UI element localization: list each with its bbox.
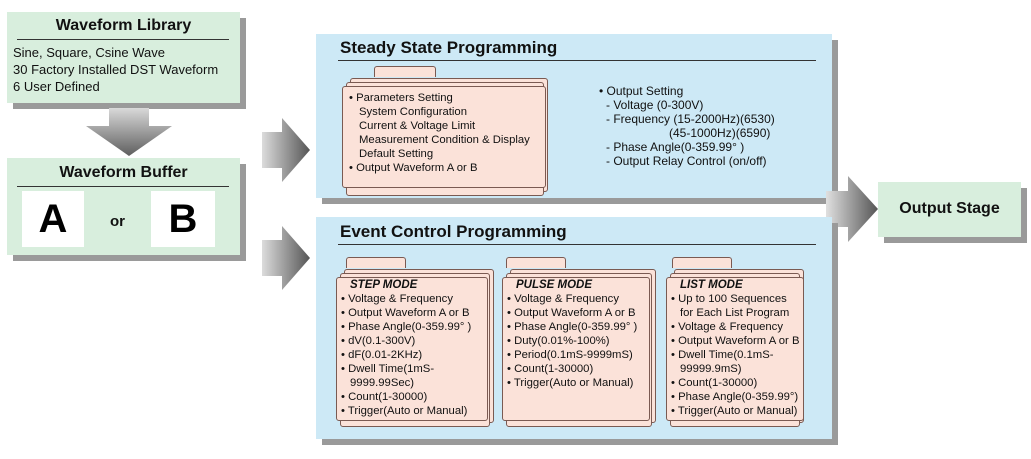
steady-folder-tab	[374, 66, 436, 77]
buffer-a: A	[22, 191, 84, 247]
steady-title: Steady State Programming	[340, 38, 558, 57]
pulse-mode-title: PULSE MODE	[516, 279, 593, 291]
library-line: 30 Factory Installed DST Waveform	[13, 62, 219, 77]
pulse-item: • Period(0.1mS-9999mS)	[507, 349, 633, 361]
right-arrow-icon	[826, 176, 878, 242]
pulse-mode-card: PULSE MODE • Voltage & Frequency • Outpu…	[502, 277, 650, 421]
step-item: • Voltage & Frequency	[341, 293, 453, 305]
buffer-face: Waveform Buffer A or B	[7, 158, 240, 255]
steady-param: Current & Voltage Limit	[359, 120, 476, 132]
event-title: Event Control Programming	[340, 222, 567, 241]
step-item: • dF(0.01-2KHz)	[341, 349, 423, 361]
pulse-item: • Duty(0.01%-100%)	[507, 335, 610, 347]
list-item: • Output Waveform A or B	[671, 335, 800, 347]
steady-param: • Output Waveform A or B	[349, 162, 478, 174]
step-item: • Dwell Time(1mS-	[341, 363, 435, 375]
step-item: • Phase Angle(0-359.99° )	[341, 321, 472, 333]
steady-param: Default Setting	[359, 148, 434, 160]
right-arrow-icon	[262, 226, 310, 290]
output-setting-line: - Frequency (15-2000Hz)(6530)	[606, 112, 775, 126]
pulse-item: • Phase Angle(0-359.99° )	[507, 321, 638, 333]
right-arrow-icon	[262, 118, 310, 182]
output-setting-line: • Output Setting	[599, 84, 684, 98]
step-mode-card: STEP MODE • Voltage & Frequency • Output…	[336, 277, 488, 421]
list-item: for Each List Program	[680, 307, 790, 319]
steady-param: • Parameters Setting	[349, 92, 453, 104]
step-folder-tab	[346, 257, 406, 268]
steady-state-box: Steady State Programming • Parameters Se…	[316, 34, 838, 204]
step-mode-title: STEP MODE	[350, 279, 418, 291]
steady-face: Steady State Programming • Parameters Se…	[316, 34, 832, 198]
list-item: • Dwell Time(0.1mS-	[671, 349, 774, 361]
list-item: • Phase Angle(0-359.99°)	[671, 391, 799, 403]
list-item: 99999.9mS)	[680, 363, 742, 375]
buffer-or: or	[110, 213, 125, 230]
library-rule	[17, 39, 229, 40]
steady-rule	[338, 60, 816, 61]
list-item: • Voltage & Frequency	[671, 321, 783, 333]
steady-param: System Configuration	[359, 106, 467, 118]
buffer-title: Waveform Buffer	[59, 164, 188, 181]
pulse-item: • Voltage & Frequency	[507, 293, 619, 305]
waveform-buffer-box: Waveform Buffer A or B	[7, 158, 246, 261]
event-rule	[338, 244, 816, 245]
step-item: • Trigger(Auto or Manual)	[341, 405, 468, 417]
list-item: • Count(1-30000)	[671, 377, 758, 389]
step-item: • dV(0.1-300V)	[341, 335, 416, 347]
steady-params-card: • Parameters Setting System Configuratio…	[342, 86, 546, 188]
output-stage-face: Output Stage	[878, 182, 1021, 237]
waveform-library-box: Waveform Library Sine, Square, Csine Wav…	[7, 12, 246, 109]
down-arrow-icon	[86, 108, 172, 156]
list-folder-tab	[672, 257, 732, 268]
library-face: Waveform Library Sine, Square, Csine Wav…	[7, 12, 240, 103]
output-setting-list: • Output Setting - Voltage (0-300V) - Fr…	[599, 84, 775, 168]
pulse-item: • Count(1-30000)	[507, 363, 594, 375]
steady-param: Measurement Condition & Display	[359, 134, 530, 146]
event-face: Event Control Programming STEP MODE • Vo…	[316, 217, 832, 439]
list-mode-card: LIST MODE • Up to 100 Sequences for Each…	[666, 277, 804, 421]
output-setting-line: - Output Relay Control (on/off)	[606, 154, 767, 168]
list-item: • Trigger(Auto or Manual)	[671, 405, 798, 417]
output-setting-line: - Phase Angle(0-359.99° )	[606, 140, 745, 154]
step-item: • Output Waveform A or B	[341, 307, 470, 319]
output-stage-box: Output Stage	[878, 182, 1027, 243]
pulse-folder-tab	[506, 257, 566, 268]
step-item: 9999.99Sec)	[350, 377, 415, 389]
list-item: • Up to 100 Sequences	[671, 293, 787, 305]
pulse-item: • Output Waveform A or B	[507, 307, 636, 319]
step-item: • Count(1-30000)	[341, 391, 428, 403]
output-setting-line: (45-1000Hz)(6590)	[669, 126, 771, 140]
buffer-b: B	[151, 191, 215, 247]
list-mode-title: LIST MODE	[680, 279, 743, 291]
output-stage-title: Output Stage	[899, 200, 1000, 217]
buffer-rule	[17, 186, 229, 187]
pulse-item: • Trigger(Auto or Manual)	[507, 377, 634, 389]
event-control-box: Event Control Programming STEP MODE • Vo…	[316, 217, 838, 445]
library-line: Sine, Square, Csine Wave	[13, 45, 165, 60]
output-setting-line: - Voltage (0-300V)	[606, 98, 704, 112]
library-line: 6 User Defined	[13, 79, 100, 94]
library-title: Waveform Library	[55, 17, 192, 34]
